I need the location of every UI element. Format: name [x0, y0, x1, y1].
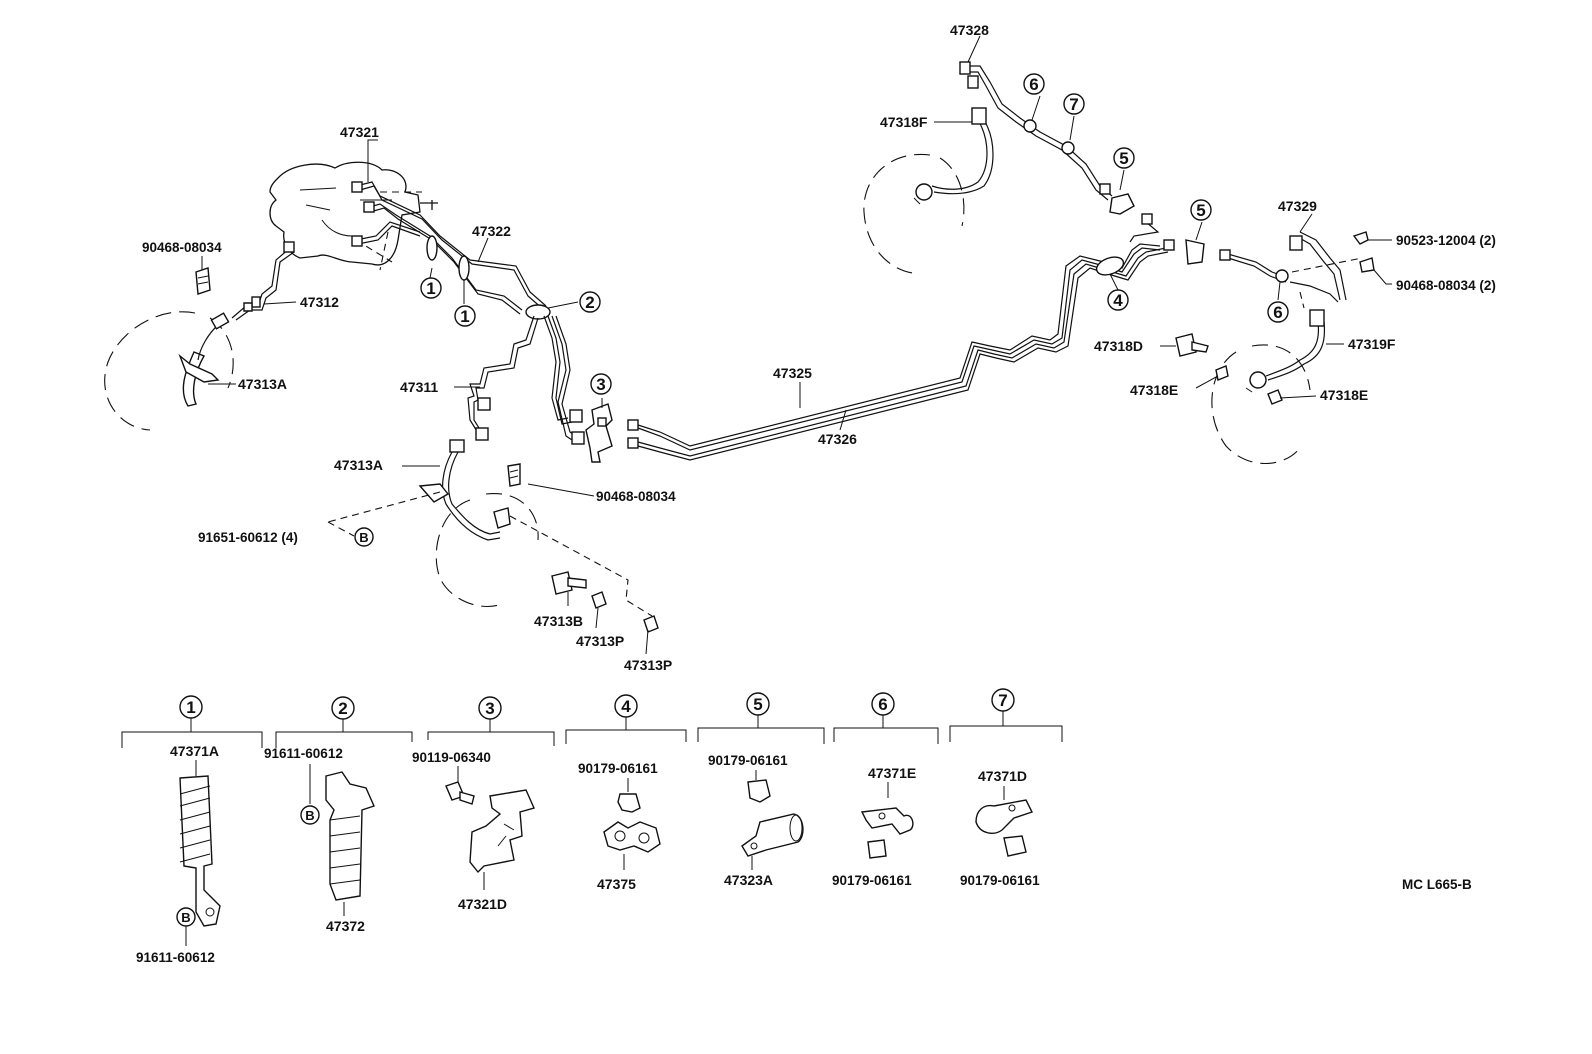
svg-text:7: 7	[1069, 95, 1078, 114]
callout-b-main: B	[354, 527, 374, 547]
label-47325: 47325	[773, 365, 812, 381]
detail-group-7: 7 47371D 90179-06161	[949, 688, 1063, 888]
detail-group-4: 4 90179-06161 47375	[565, 694, 687, 892]
callout-7: 7	[1063, 93, 1085, 115]
callout-5-b: 5	[1190, 199, 1212, 221]
label-47322: 47322	[472, 223, 511, 239]
callout-1-b: 1	[454, 305, 476, 327]
callout-markers: 1 1 2 3 4 5 5 6 6 7 B	[354, 73, 1289, 547]
left-rear-brake	[327, 439, 659, 633]
svg-text:4: 4	[1113, 291, 1123, 310]
svg-text:7: 7	[998, 691, 1007, 710]
svg-text:B: B	[305, 808, 314, 823]
detail-2-top-label: 91611-60612	[264, 746, 343, 761]
svg-text:5: 5	[1196, 201, 1205, 220]
label-47328: 47328	[950, 22, 989, 38]
label-47313A-a: 47313A	[238, 376, 287, 392]
label-47312: 47312	[300, 294, 339, 310]
detail-6-bottom-label: 90179-06161	[832, 873, 912, 888]
left-front-brake	[104, 241, 295, 431]
detail-4-bottom-label: 47375	[597, 876, 636, 892]
detail-4-top-label: 90179-06161	[578, 761, 658, 776]
label-47311: 47311	[400, 379, 438, 395]
main-brake-lines	[351, 181, 585, 445]
detail-6-top-label: 47371E	[868, 765, 916, 781]
svg-text:6: 6	[1029, 75, 1038, 94]
svg-text:2: 2	[585, 293, 594, 312]
label-47318E-b: 47318E	[1320, 387, 1368, 403]
detail-1-bottom-label: 91611-60612	[136, 950, 215, 965]
label-47313P-a: 47313P	[576, 633, 624, 649]
master-cylinder	[269, 161, 438, 271]
svg-text:2: 2	[338, 699, 347, 718]
upper-right-brake	[863, 61, 1135, 275]
callout-2: 2	[579, 291, 601, 313]
svg-text:B: B	[181, 910, 190, 925]
label-90468-08034-c: 90468-08034 (2)	[1396, 278, 1496, 293]
callout-6-b: 6	[1267, 301, 1289, 323]
svg-text:3: 3	[596, 375, 605, 394]
label-47321: 47321	[340, 124, 379, 140]
detail-7-top-label: 47371D	[978, 768, 1027, 784]
diagram-code: MC L665-B	[1402, 877, 1472, 892]
detail-5-bottom-label: 47323A	[724, 872, 773, 888]
callout-3: 3	[590, 373, 612, 395]
right-rear-brake	[1175, 231, 1375, 465]
label-90468-08034-a: 90468-08034	[142, 240, 222, 255]
label-47326: 47326	[818, 431, 857, 447]
detail-3-bottom-label: 47321D	[458, 896, 507, 912]
svg-text:1: 1	[460, 307, 469, 326]
detail-5-top-label: 90179-06161	[708, 753, 788, 768]
label-90523-12004: 90523-12004 (2)	[1396, 233, 1496, 248]
svg-text:6: 6	[878, 695, 887, 714]
callout-6-a: 6	[1023, 73, 1045, 95]
rear-brake-lines	[637, 213, 1175, 461]
svg-text:4: 4	[621, 697, 631, 716]
callout-1-a: 1	[420, 277, 442, 299]
label-47318F: 47318F	[880, 114, 928, 130]
svg-text:6: 6	[1273, 303, 1282, 322]
detail-2-bottom-label: 47372	[326, 918, 365, 934]
detail-group-1: 1 47371A B 91611-60612	[121, 695, 263, 965]
callout-5-a: 5	[1113, 147, 1135, 169]
detail-group-2: 2 91611-60612 B 47372	[264, 696, 413, 934]
part-labels: 47328 47318F 47321 47322 90468-08034 473…	[142, 22, 1496, 673]
label-47319F: 47319F	[1348, 336, 1396, 352]
svg-text:5: 5	[1119, 149, 1128, 168]
svg-text:5: 5	[753, 695, 762, 714]
label-47313B: 47313B	[534, 613, 583, 629]
detail-group-3: 3 90119-06340 47321D	[412, 696, 555, 912]
detail-3-top-label: 90119-06340	[412, 750, 491, 765]
label-47313A-b: 47313A	[334, 457, 383, 473]
label-91651-60612: 91651-60612 (4)	[198, 530, 298, 545]
callout-4: 4	[1107, 289, 1129, 311]
label-47313P-b: 47313P	[624, 657, 672, 673]
detail-group-5: 5 90179-06161 47323A	[697, 692, 825, 888]
detail-groups: 1 47371A B 91611-60612 2 91611-60612 B	[121, 688, 1063, 965]
detail-group-6: 6 47371E 90179-06161	[832, 692, 939, 888]
leader-lines	[201, 35, 1392, 655]
proportioning-valve	[585, 403, 639, 463]
label-47318D: 47318D	[1094, 338, 1143, 354]
label-47329: 47329	[1278, 198, 1317, 214]
label-47318E-a: 47318E	[1130, 382, 1178, 398]
detail-1-top-label: 47371A	[170, 743, 219, 759]
label-90468-08034-b: 90468-08034	[596, 489, 676, 504]
svg-text:1: 1	[186, 698, 195, 717]
svg-text:B: B	[359, 530, 368, 545]
svg-text:1: 1	[426, 279, 435, 298]
detail-7-bottom-label: 90179-06161	[960, 873, 1040, 888]
svg-text:3: 3	[485, 699, 494, 718]
